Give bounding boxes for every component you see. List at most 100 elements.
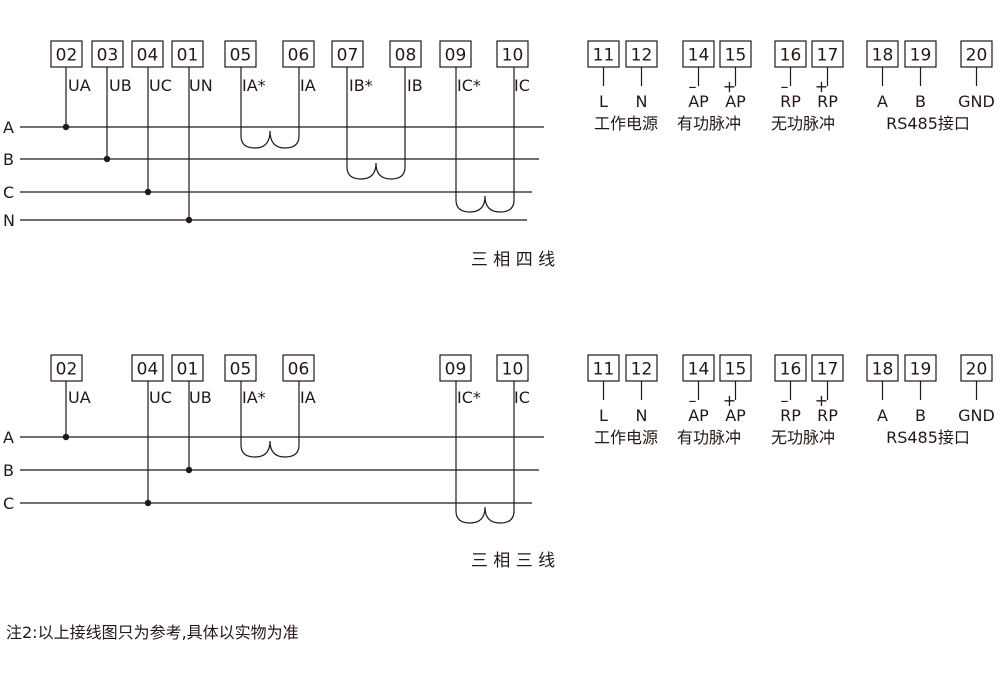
terminal-19-number: 19 (910, 46, 932, 66)
terminal-12-box (625, 354, 658, 382)
terminal-06-box (282, 354, 315, 382)
signal-label-ua: UA (68, 76, 91, 95)
aux-caption-1: 有功脉冲 (677, 114, 741, 133)
aux-caption-0: 工作电源 (594, 114, 658, 133)
current-loop-c (455, 381, 515, 524)
terminal-18-box (866, 40, 899, 68)
terminal-05-number: 05 (230, 360, 252, 380)
signal-label-ic-star: IC* (457, 76, 481, 95)
signal-label-ic-star: IC* (457, 388, 481, 407)
terminal-17-number: 17 (817, 46, 839, 66)
terminal-16-box (774, 354, 807, 382)
terminal-11-signal: L (599, 92, 608, 111)
signal-label-un: UN (189, 76, 213, 95)
signal-label-ib-star: IB* (349, 76, 373, 95)
terminal-10-number: 10 (502, 360, 524, 380)
terminal-06-number: 06 (288, 46, 310, 66)
aux-caption-0: 工作电源 (594, 428, 658, 447)
terminal-15-number: 15 (725, 46, 747, 66)
terminal-19-signal: B (915, 406, 926, 425)
terminal-11-signal: L (599, 406, 608, 425)
signal-label-ia: IA (300, 388, 316, 407)
aux-caption-2: 无功脉冲 (771, 428, 835, 447)
terminal-12-signal: N (636, 92, 648, 111)
terminal-16-signal: RP (780, 92, 801, 111)
terminal-16-box (774, 40, 807, 68)
terminal-04-number: 04 (137, 360, 159, 380)
terminal-17-polarity: + (815, 391, 828, 410)
terminal-15-polarity: + (723, 77, 736, 96)
terminal-09-number: 09 (445, 360, 467, 380)
terminal-09-box (439, 40, 472, 68)
aux-caption-3: RS485接口 (886, 114, 970, 133)
signal-label-ia-star: IA* (242, 76, 266, 95)
terminal-15-signal: AP (725, 406, 746, 425)
terminal-06-number: 06 (288, 360, 310, 380)
terminal-06-box (282, 40, 315, 68)
signal-label-ia-star: IA* (242, 388, 266, 407)
aux-caption-2: 无功脉冲 (771, 114, 835, 133)
terminal-16-number: 16 (780, 360, 802, 380)
terminal-18-number: 18 (872, 46, 894, 66)
current-loop-a (240, 67, 300, 149)
terminal-18-signal: A (877, 406, 888, 425)
terminal-08-number: 08 (395, 46, 417, 66)
phase-label-a: A (3, 428, 14, 447)
terminal-17-polarity: + (815, 77, 828, 96)
junction-dot (185, 216, 193, 224)
terminal-03-number: 03 (97, 46, 119, 66)
terminal-12-signal: N (636, 406, 648, 425)
terminal-10-box (496, 40, 529, 68)
terminal-02-box (50, 40, 83, 68)
terminal-01-box (171, 354, 204, 382)
terminal-14-polarity: – (689, 391, 697, 410)
terminal-18-signal: A (877, 92, 888, 111)
terminal-14-number: 14 (688, 360, 710, 380)
terminal-05-box (224, 40, 257, 68)
phase-label-a: A (3, 118, 14, 137)
signal-label-ic: IC (514, 76, 530, 95)
terminal-01-number: 01 (177, 360, 199, 380)
terminal-04-box (131, 354, 164, 382)
signal-label-ic: IC (514, 388, 530, 407)
terminal-14-number: 14 (688, 46, 710, 66)
terminal-18-number: 18 (872, 360, 894, 380)
terminal-12-number: 12 (631, 360, 653, 380)
junction-dot (62, 433, 70, 441)
signal-label-uc: UC (149, 388, 172, 407)
signal-label-ub: UB (189, 388, 212, 407)
terminal-16-number: 16 (780, 46, 802, 66)
terminal-15-polarity: + (723, 391, 736, 410)
current-loop-a (240, 381, 300, 458)
terminal-09-number: 09 (445, 46, 467, 66)
phase-label-c: C (3, 494, 14, 513)
terminal-02-box (50, 354, 83, 382)
terminal-16-polarity: – (781, 391, 789, 410)
terminal-14-box (682, 40, 715, 68)
phase-label-b: B (3, 461, 14, 480)
terminal-15-box (719, 40, 752, 68)
terminal-10-box (496, 354, 529, 382)
terminal-11-number: 11 (593, 360, 615, 380)
terminal-17-signal: RP (817, 92, 838, 111)
signal-label-uc: UC (149, 76, 172, 95)
terminal-04-box (131, 40, 164, 68)
terminal-20-box (960, 354, 993, 382)
aux-caption-1: 有功脉冲 (677, 428, 741, 447)
terminal-19-signal: B (915, 92, 926, 111)
terminal-20-signal: GND (958, 92, 995, 111)
signal-label-ua: UA (68, 388, 91, 407)
terminal-20-signal: GND (958, 406, 995, 425)
terminal-01-box (171, 40, 204, 68)
terminal-12-number: 12 (631, 46, 653, 66)
terminal-07-box (331, 40, 364, 68)
terminal-15-number: 15 (725, 360, 747, 380)
signal-label-ib: IB (407, 76, 423, 95)
phase-label-b: B (3, 150, 14, 169)
junction-dot (62, 123, 70, 131)
terminal-01-number: 01 (177, 46, 199, 66)
terminal-20-number: 20 (966, 360, 988, 380)
terminal-16-polarity: – (781, 77, 789, 96)
junction-dot (144, 188, 152, 196)
